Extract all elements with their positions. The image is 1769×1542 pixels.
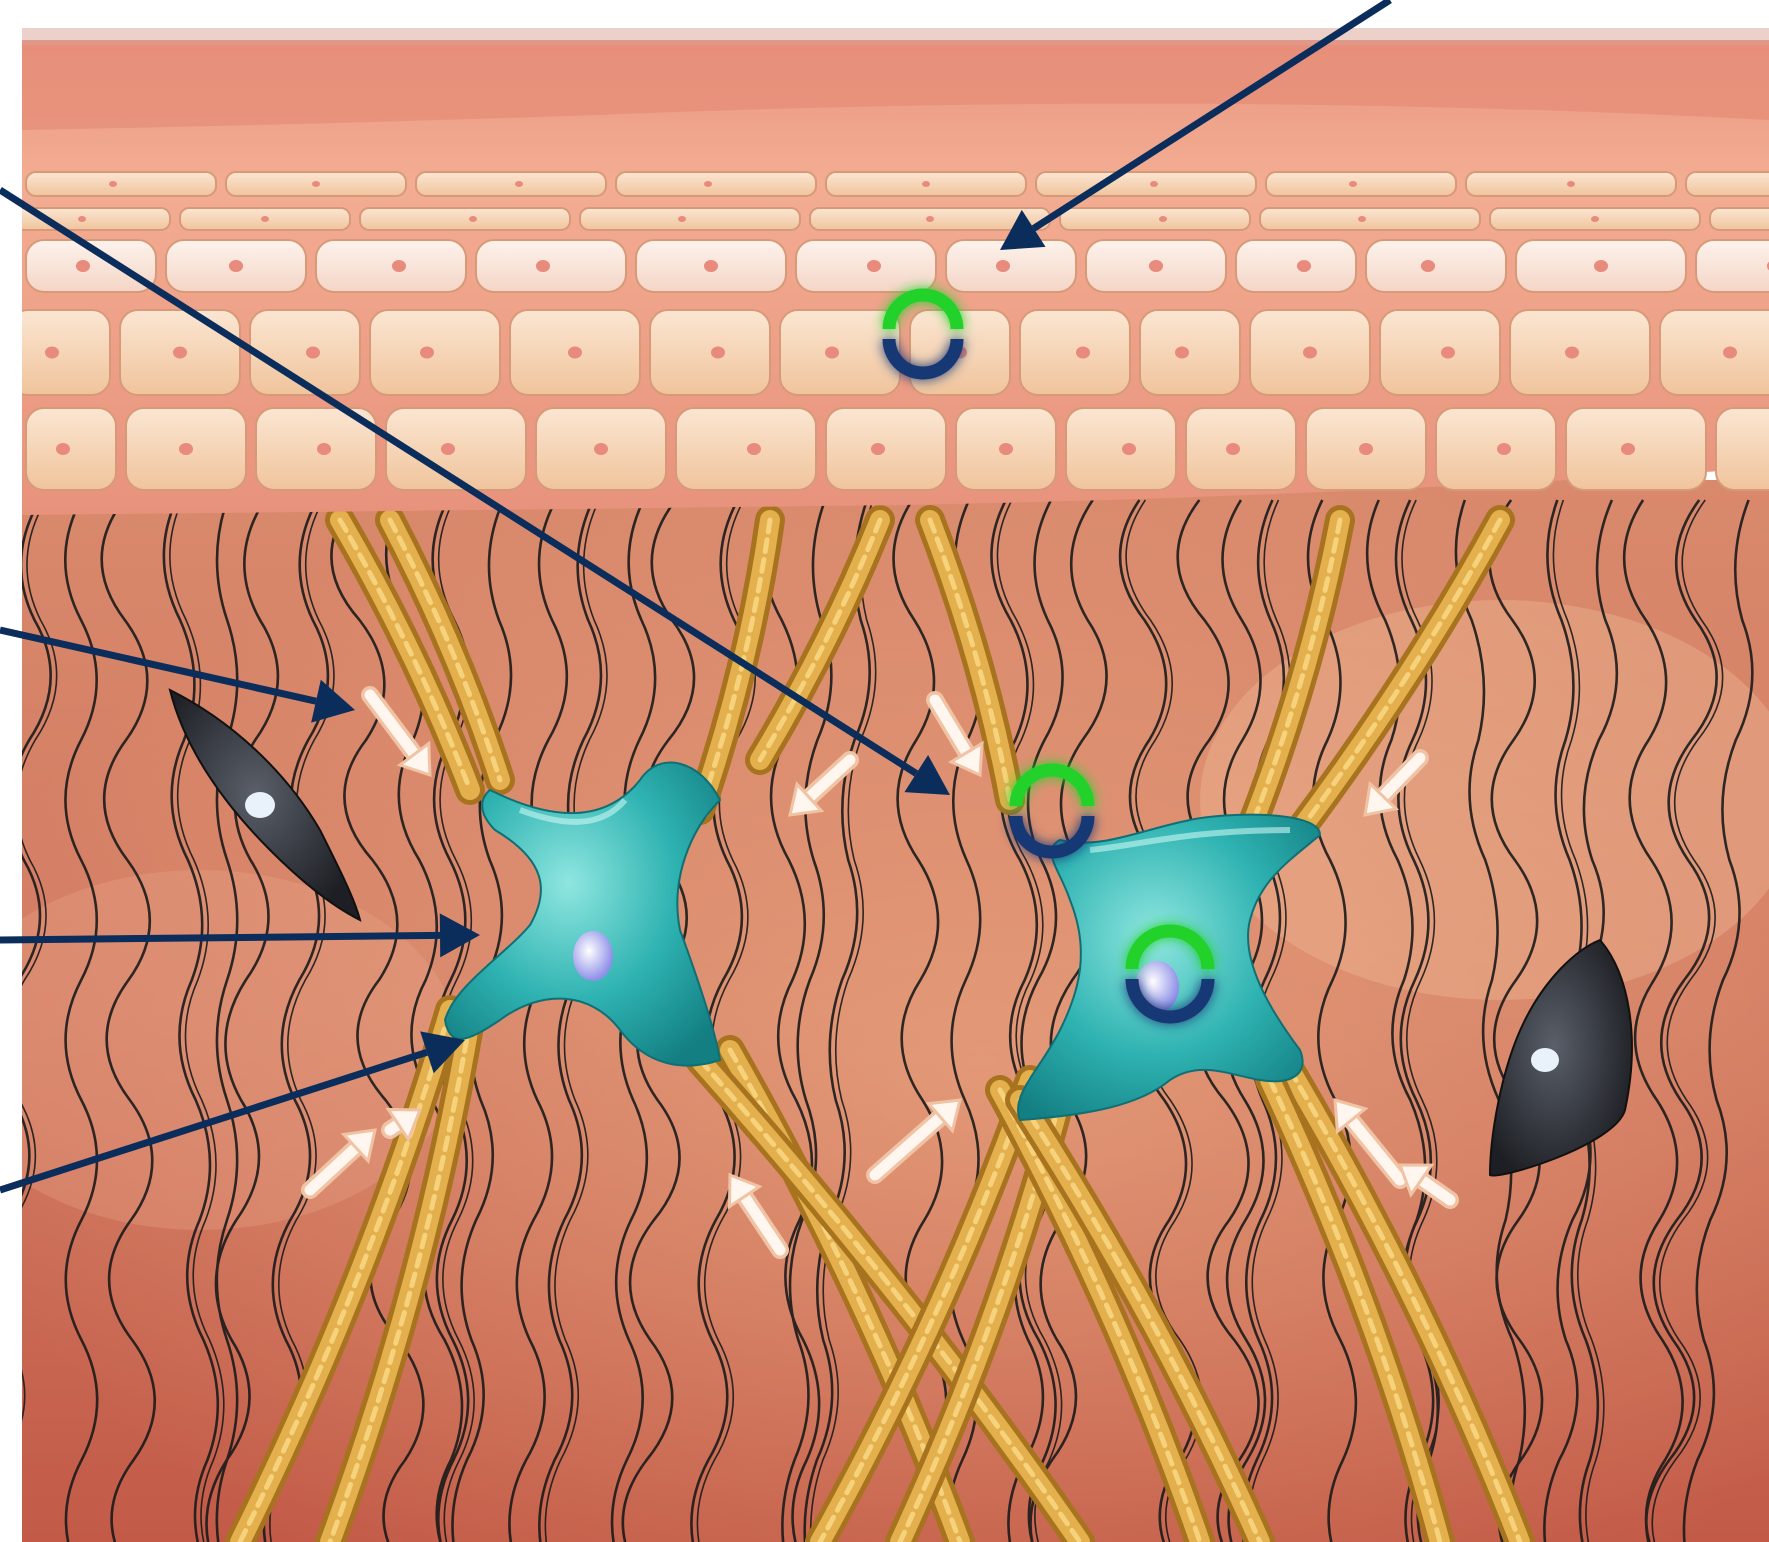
cell-nucleus (678, 216, 686, 222)
cell-nucleus (45, 347, 59, 359)
cell-nucleus (469, 216, 477, 222)
epidermal-cell (26, 408, 116, 490)
cell-nucleus (173, 347, 187, 359)
cell-nucleus (1621, 443, 1635, 455)
epidermal-cell (1236, 240, 1356, 292)
epidermis-layer (10, 28, 1769, 515)
epidermal-cell (1020, 310, 1130, 395)
epidermal-cell (676, 408, 816, 490)
cell-nucleus (1497, 443, 1511, 455)
epidermal-cell (1686, 172, 1769, 196)
epidermal-cell (1566, 408, 1706, 490)
cell-nucleus (1567, 181, 1575, 187)
epidermal-cell (1066, 408, 1176, 490)
cell-nucleus (515, 181, 523, 187)
cell-nucleus (594, 443, 608, 455)
epidermal-cell (1266, 172, 1456, 196)
cell-nucleus (1358, 216, 1366, 222)
cell-nucleus (392, 260, 406, 272)
epidermal-cell (476, 240, 626, 292)
cell-nucleus (1421, 260, 1435, 272)
cell-nucleus (747, 443, 761, 455)
cell-nucleus (1594, 260, 1608, 272)
cell-nucleus (306, 347, 320, 359)
cell-nucleus (1303, 347, 1317, 359)
epidermal-cell (316, 240, 466, 292)
cell-nucleus (317, 443, 331, 455)
cell-nucleus (922, 181, 930, 187)
fibroblast-nucleus (573, 931, 613, 981)
cell-nucleus (536, 260, 550, 272)
epidermal-cell (26, 172, 216, 196)
epidermal-cell (1716, 408, 1769, 490)
epidermal-cell (780, 310, 900, 395)
cell-nucleus (704, 181, 712, 187)
cell-nucleus (1226, 443, 1240, 455)
epidermal-cell (580, 208, 800, 230)
epidermal-cell (1710, 208, 1769, 230)
cell-nucleus (1297, 260, 1311, 272)
cell-nucleus (1591, 216, 1599, 222)
cell-nucleus (704, 260, 718, 272)
epidermal-cell (1436, 408, 1556, 490)
cell-nucleus (76, 260, 90, 272)
cell-nucleus (420, 347, 434, 359)
cell-nucleus (1359, 443, 1373, 455)
cell-nucleus (312, 181, 320, 187)
cell-nucleus (825, 347, 839, 359)
cell-nucleus (926, 216, 934, 222)
epidermal-cell (1696, 240, 1769, 292)
cell-nucleus (996, 260, 1010, 272)
cell-nucleus (229, 260, 243, 272)
epidermal-cell (370, 310, 500, 395)
cell-nucleus (1076, 347, 1090, 359)
epidermal-cell (796, 240, 936, 292)
epidermal-cell (1060, 208, 1250, 230)
epidermal-cell (1660, 310, 1769, 395)
epidermal-cell (1186, 408, 1296, 490)
cell-nucleus (568, 347, 582, 359)
cell-nucleus (999, 443, 1013, 455)
epidermal-cell (1366, 240, 1506, 292)
cell-nucleus (1565, 347, 1579, 359)
epidermal-cell (360, 208, 570, 230)
cell-nucleus (441, 443, 455, 455)
cell-nucleus (1159, 216, 1167, 222)
cell-nucleus (1150, 181, 1158, 187)
epidermal-cell (1140, 310, 1240, 395)
cell-nucleus (1349, 181, 1357, 187)
epidermal-cell (10, 310, 110, 395)
epidermal-cell (826, 408, 946, 490)
epidermal-cell (1510, 310, 1650, 395)
cell-nucleus (867, 260, 881, 272)
cell-nucleus (1149, 260, 1163, 272)
cell-nucleus (871, 443, 885, 455)
cell-nucleus (261, 216, 269, 222)
spindle-nucleus (1531, 1048, 1559, 1072)
epidermal-cell (1036, 172, 1256, 196)
cell-nucleus (78, 216, 86, 222)
cell-nucleus (711, 347, 725, 359)
cell-nucleus (109, 181, 117, 187)
spindle-nucleus (245, 792, 275, 818)
epidermal-cell (1260, 208, 1480, 230)
cell-nucleus (56, 443, 70, 455)
epidermal-cell (416, 172, 606, 196)
epidermal-cell (616, 172, 816, 196)
cell-nucleus (1723, 347, 1737, 359)
cell-nucleus (1175, 347, 1189, 359)
epidermal-cell (1380, 310, 1500, 395)
cell-nucleus (1122, 443, 1136, 455)
cell-nucleus (1441, 347, 1455, 359)
cell-nucleus (179, 443, 193, 455)
epidermal-cell (650, 310, 770, 395)
